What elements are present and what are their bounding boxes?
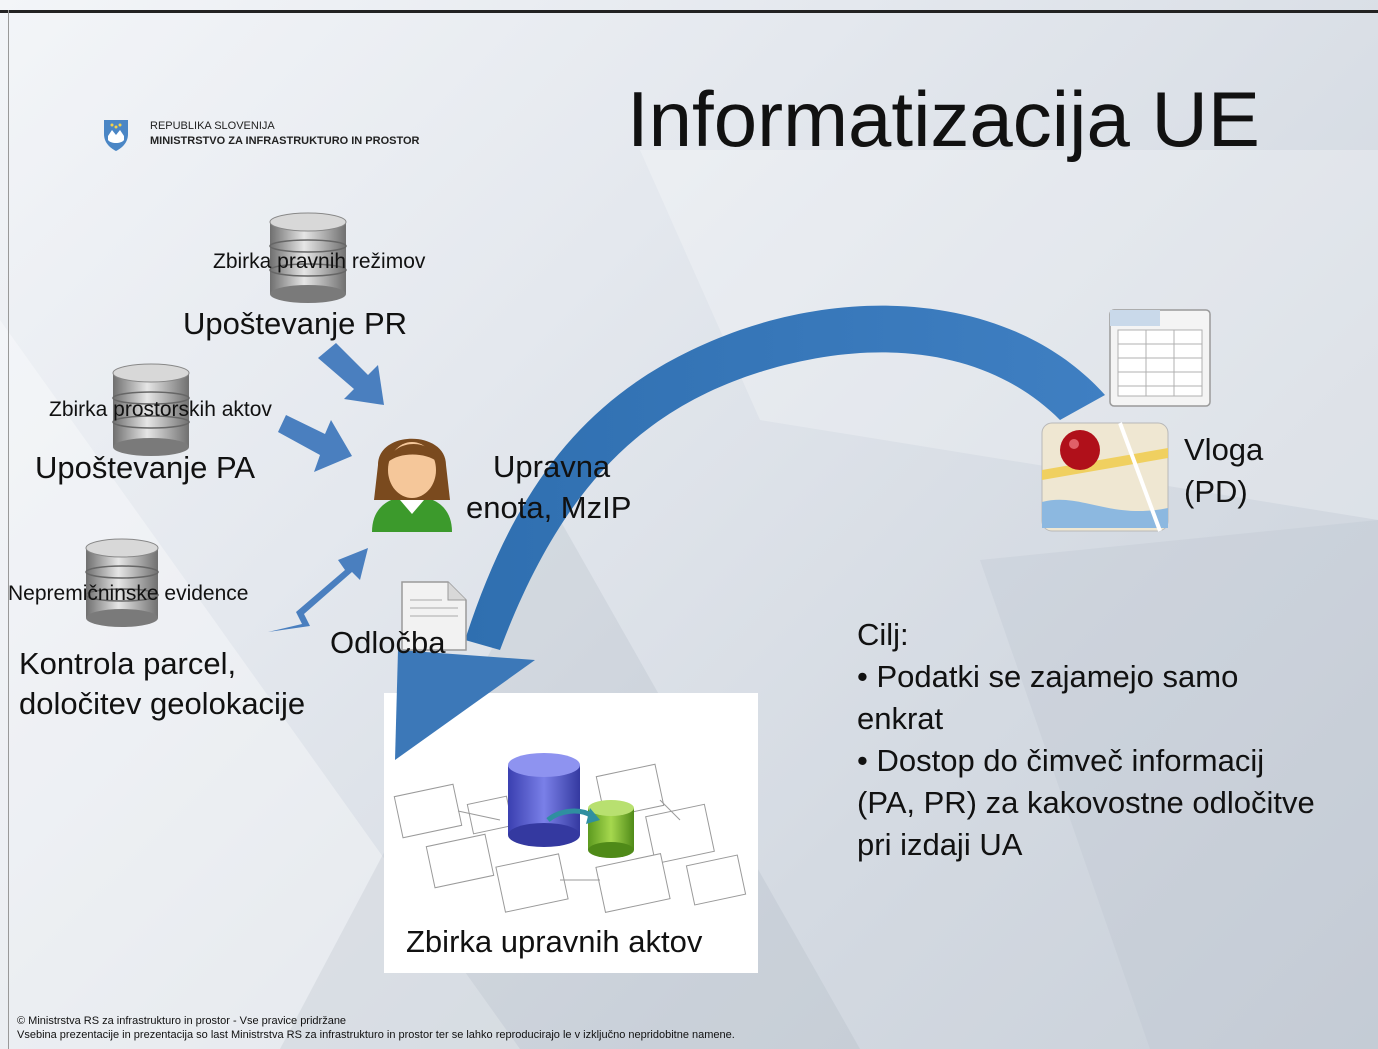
action-label-pa: Upoštevanje PA bbox=[35, 450, 255, 485]
goal-bullet1-line1: • Podatki se zajamejo samo bbox=[857, 659, 1239, 694]
action-label-kontrola-line2: določitev geolokacije bbox=[19, 686, 306, 721]
goal-bullet2-line2: (PA, PR) za kakovostne odločitve bbox=[857, 785, 1315, 820]
goal-heading: Cilj: bbox=[857, 617, 909, 652]
goal-bullet1-line2: enkrat bbox=[857, 701, 944, 736]
logo-line2: MINISTRSTVO ZA INFRASTRUKTURO IN PROSTOR bbox=[150, 135, 420, 147]
database-icon bbox=[85, 538, 159, 627]
database-icon bbox=[112, 363, 190, 456]
ministry-logo-text: REPUBLIKA SLOVENIJA MINISTRSTVO ZA INFRA… bbox=[150, 119, 420, 149]
db-label-prostorski-akti: Zbirka prostorskih aktov bbox=[49, 398, 272, 421]
document-icon bbox=[401, 581, 467, 651]
application-label-line1: Vloga bbox=[1184, 432, 1264, 467]
goal-text: Cilj: • Podatki se zajamejo samo enkrat … bbox=[857, 614, 1377, 866]
coat-of-arms-icon bbox=[104, 120, 128, 151]
database-icon bbox=[269, 212, 347, 303]
goal-bullet2-line3: pri izdaji UA bbox=[857, 827, 1023, 862]
bidirectional-arrow bbox=[268, 548, 368, 632]
blue-database-cylinder-icon bbox=[508, 753, 580, 847]
slide-title: Informatizacija UE bbox=[627, 75, 1260, 163]
action-label-kontrola-line1: Kontrola parcel, bbox=[19, 646, 237, 681]
flow-arc-arrow bbox=[395, 305, 1105, 760]
application-label-line2: (PD) bbox=[1184, 474, 1248, 509]
db-label-nepremicninske-evidence: Nepremičninske evidence bbox=[8, 582, 249, 605]
map-pin-icon bbox=[1041, 422, 1169, 532]
footer: © Ministrstva RS za infrastrukturo in pr… bbox=[17, 1014, 735, 1042]
goal-bullet2-line1: • Dostop do čimveč informacij bbox=[857, 743, 1265, 778]
arrow-pa-to-center bbox=[278, 415, 352, 472]
arrow-pr-to-center bbox=[318, 343, 384, 405]
center-label-line2: enota, MzIP bbox=[466, 490, 632, 525]
spreadsheet-icon bbox=[1109, 309, 1211, 407]
document-label: Odločba bbox=[330, 625, 446, 660]
top-border bbox=[0, 10, 1378, 13]
footer-notice: Vsebina prezentacije in prezentacija so … bbox=[17, 1029, 735, 1041]
left-border bbox=[8, 10, 9, 1049]
action-label-pr: Upoštevanje PR bbox=[183, 306, 408, 341]
green-database-cylinder-icon bbox=[546, 800, 634, 858]
db-label-pravni-rezimi: Zbirka pravnih režimov bbox=[213, 250, 426, 273]
logo-line1: REPUBLIKA SLOVENIJA bbox=[150, 120, 275, 132]
center-label-line1: Upravna bbox=[493, 449, 611, 484]
person-icon bbox=[372, 438, 452, 532]
collection-caption: Zbirka upravnih aktov bbox=[406, 924, 703, 959]
footer-copyright: © Ministrstva RS za infrastrukturo in pr… bbox=[17, 1015, 347, 1027]
